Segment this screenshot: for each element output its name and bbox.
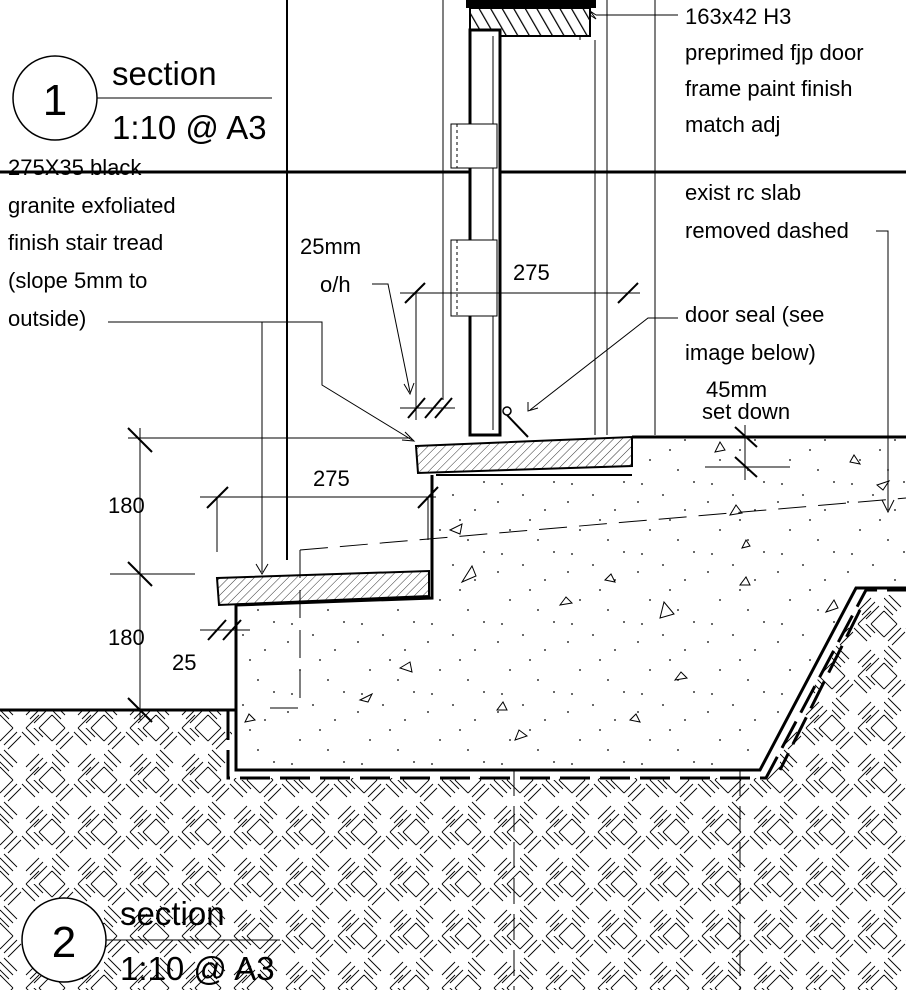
note-stair-tread-line: outside) [8,306,86,331]
note-door-frame-line: match adj [685,112,780,137]
note-door-frame-line: preprimed fjp door [685,40,864,65]
dim-nosing: 25 [172,650,196,675]
note-door-seal-line: door seal (see [685,302,824,327]
section-2-number: 2 [52,918,76,967]
dim-lower-tread-width: 275 [313,466,350,491]
dimension-lines [110,282,790,723]
note-overhang-line: o/h [320,272,351,297]
note-setdown: 45mm set down [702,377,790,424]
note-stair-tread-line: (slope 5mm to [8,268,147,293]
note-stair-tread: 275X35 black granite exfoliated finish s… [8,155,176,331]
section-1-scale: 1:10 @ A3 [112,109,267,146]
leader-lines [108,10,895,575]
note-slab-line: removed dashed [685,218,849,243]
section-1-number: 1 [43,76,67,125]
section-2-title: section [120,895,225,932]
section-2-scale: 1:10 @ A3 [120,950,275,987]
note-slab-line: exist rc slab [685,180,801,205]
note-overhang-line: 25mm [300,234,361,259]
note-door-seal: door seal (see image below) [685,302,824,365]
ground-hatch [0,588,906,990]
dim-top-tread-width: 275 [513,260,550,285]
dim-riser-lower: 180 [108,625,145,650]
note-overhang: 25mm o/h [300,234,361,297]
section-marker-top: 1 section 1:10 @ A3 [12,55,272,146]
door-leaf [450,28,502,437]
note-slab: exist rc slab removed dashed [685,180,849,243]
framing-lines [0,0,906,560]
door-seal [502,406,529,438]
dimension-labels: 275 275 180 180 25 [108,260,550,675]
note-stair-tread-line: 275X35 black [8,155,142,180]
section-marker-bottom: 2 section 1:10 @ A3 [21,895,280,987]
note-door-frame-line: 163x42 H3 [685,4,791,29]
dim-riser-upper: 180 [108,493,145,518]
section-1-title: section [112,55,217,92]
concrete-slab [234,435,906,772]
note-stair-tread-line: finish stair tread [8,230,163,255]
note-stair-tread-line: granite exfoliated [8,193,176,218]
note-door-frame-line: frame paint finish [685,76,853,101]
note-door-seal-line: image below) [685,340,816,365]
stair-treads [215,435,633,607]
note-setdown-line: 45mm [706,377,767,402]
door-frame-head [466,0,596,40]
note-door-frame: 163x42 H3 preprimed fjp door frame paint… [685,4,864,137]
note-setdown-line: set down [702,399,790,424]
